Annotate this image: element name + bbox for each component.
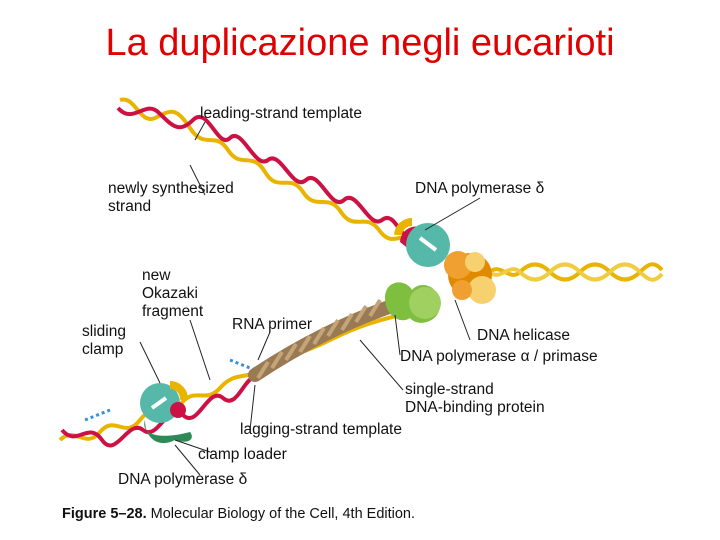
lagging-strand-template-label: lagging-strand template <box>240 421 402 438</box>
sliding-clamp-label: sliding clamp <box>82 323 126 358</box>
dna-polymerase-delta-bottom-complex <box>140 380 192 444</box>
ssb-proteins <box>248 298 402 382</box>
dna-polymerase-delta-top-complex <box>394 217 450 267</box>
label-leader-lines <box>139 121 481 476</box>
newly-synthesized-strand-label: newly synthesized strand <box>108 180 234 215</box>
dna-helicase-label: DNA helicase <box>477 327 571 344</box>
dna-helicase <box>444 251 496 304</box>
dna-polymerase-alpha-primase <box>385 282 441 323</box>
new-okazaki-fragment-label: new Okazaki fragment <box>142 267 204 320</box>
dna-polymerase-delta-top-label: DNA polymerase δ <box>415 180 545 197</box>
leading-strand-template-label: leading-strand template <box>200 105 362 122</box>
figure-caption: Figure 5–28. Molecular Biology of the Ce… <box>62 506 415 522</box>
rna-primer-label: RNA primer <box>232 316 313 333</box>
single-strand-binding-protein-label: single-strand DNA-binding protein <box>405 381 545 416</box>
leading-strand-helix <box>116 97 412 242</box>
dna-polymerase-delta-bottom-label: DNA polymerase δ <box>118 471 248 488</box>
figure-number: Figure 5–28. <box>62 506 147 522</box>
dna-polymerase-alpha-primase-label: DNA polymerase α / primase <box>400 348 598 365</box>
page-title: La duplicazione negli eucarioti <box>105 22 615 64</box>
clamp-loader-label: clamp loader <box>198 446 287 463</box>
figure-source: Molecular Biology of the Cell, 4th Editi… <box>150 506 416 522</box>
parental-dna-helix <box>488 262 664 282</box>
